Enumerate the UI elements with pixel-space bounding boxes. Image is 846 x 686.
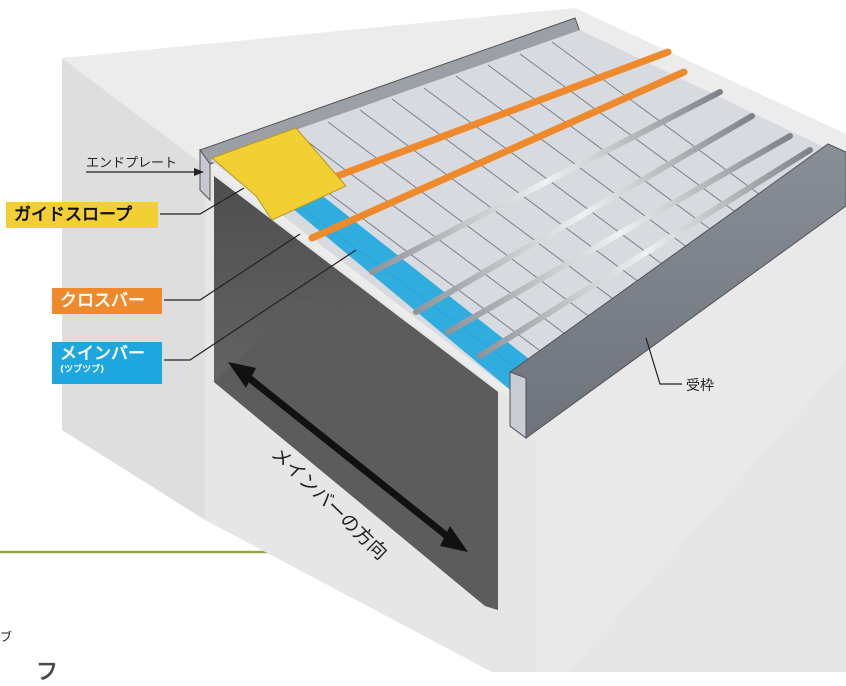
guide-slope	[211, 127, 347, 221]
leader-lines	[86, 171, 682, 385]
cropped-heading-fragment: フ	[36, 660, 59, 685]
main-bar-sublabel: (ツブツブ)	[60, 365, 105, 375]
direction-arrow	[228, 362, 468, 552]
end-plate-arrowhead	[194, 168, 204, 176]
guide-slope-label: ガイドスロープ	[6, 202, 158, 228]
twisted-cross-bars	[369, 89, 813, 359]
end-plate-label: エンドプレート	[86, 156, 178, 171]
cross-bar-label: クロスバー	[52, 288, 162, 314]
main-bar-label: メインバー (ツブツブ)	[52, 342, 162, 384]
grating-surface	[210, 30, 830, 398]
main-bar-highlight	[232, 148, 548, 398]
receiving-frame-label: 受枠	[686, 378, 714, 394]
grating-diagram	[0, 8, 846, 672]
cropped-text-fragment: ブ	[0, 630, 13, 644]
channel-floor	[214, 300, 498, 610]
concrete-right-face	[536, 150, 846, 672]
main-bar-label-text: メインバー	[60, 344, 145, 364]
end-plate-lip	[199, 148, 211, 202]
receiving-frame-lip	[509, 371, 527, 439]
